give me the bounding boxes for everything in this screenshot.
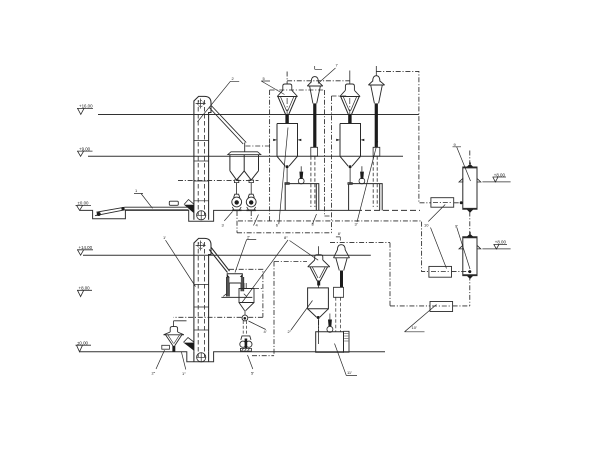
svg-text:+8.00: +8.00 xyxy=(494,172,506,177)
svg-text:1: 1 xyxy=(135,188,138,193)
svg-text:+16.00: +16.00 xyxy=(79,104,93,109)
svg-text:4: 4 xyxy=(256,223,259,228)
svg-text:+14.00: +14.00 xyxy=(79,245,93,250)
svg-text:±0.00: ±0.00 xyxy=(77,341,89,346)
svg-text:11′: 11′ xyxy=(347,370,352,375)
svg-text:2″: 2″ xyxy=(288,329,292,334)
svg-text:1″: 1″ xyxy=(182,371,186,376)
svg-text:6: 6 xyxy=(276,223,279,228)
svg-text:8: 8 xyxy=(312,222,315,227)
svg-text:9′: 9′ xyxy=(455,224,458,229)
svg-text:10: 10 xyxy=(424,223,429,228)
svg-text:8′: 8′ xyxy=(338,231,341,236)
svg-text:±0.00: ±0.00 xyxy=(78,201,90,206)
svg-text:1′: 1′ xyxy=(163,235,166,240)
svg-text:+9.00: +9.00 xyxy=(79,146,91,151)
svg-text:4′: 4′ xyxy=(264,329,267,334)
svg-text:+8.00: +8.00 xyxy=(495,240,507,245)
svg-text:9: 9 xyxy=(454,142,457,147)
svg-text:8″: 8″ xyxy=(284,235,288,240)
svg-text:3′: 3′ xyxy=(355,222,358,227)
svg-text:7: 7 xyxy=(336,63,339,68)
svg-text:5′: 5′ xyxy=(251,371,254,376)
svg-text:5: 5 xyxy=(263,76,266,81)
svg-text:2: 2 xyxy=(232,76,235,81)
svg-text:10′: 10′ xyxy=(412,325,417,330)
svg-text:2″: 2″ xyxy=(152,371,156,376)
svg-text:+8.00: +8.00 xyxy=(79,286,91,291)
svg-text:2′: 2′ xyxy=(247,235,250,240)
svg-text:3: 3 xyxy=(222,223,225,228)
